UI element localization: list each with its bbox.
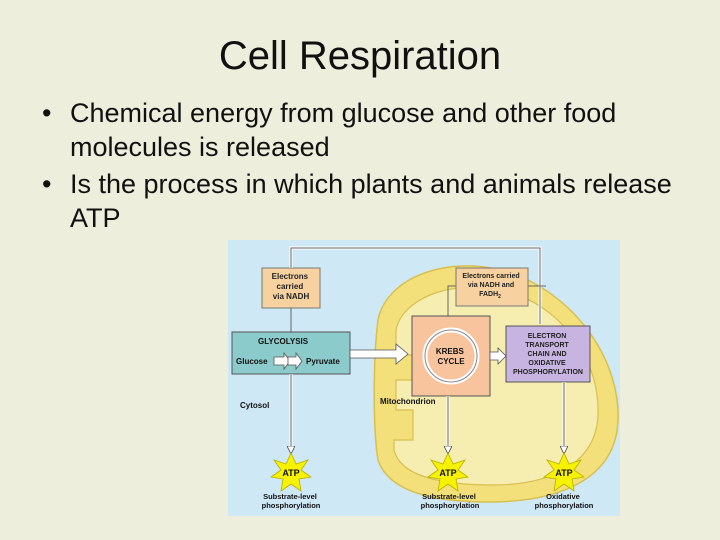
pyruvate-label: Pyruvate (306, 357, 340, 366)
krebs-cycle-label: KREBS CYCLE (436, 347, 466, 366)
pyruvate-to-krebs-arrow (349, 343, 409, 365)
glycolysis-arrow-icon (287, 351, 303, 371)
glucose-label: Glucose (236, 357, 268, 366)
atp-label: ATP (555, 468, 572, 478)
atp-star-icon (426, 452, 470, 492)
glycolysis-title: GLYCOLYSIS (258, 337, 309, 346)
electrons-nadh-label: Electrons carried via NADH (272, 272, 311, 301)
cell-respiration-diagram: Electrons carried via NADH Electrons car… (228, 240, 620, 516)
electron-transport-box (505, 325, 591, 383)
glycolysis-arrow-icon (273, 351, 291, 371)
atp-star-icon (542, 452, 586, 492)
atp-star-icon (269, 452, 313, 492)
slide-title: Cell Respiration (218, 34, 502, 78)
cytosol-label: Cytosol (240, 401, 269, 410)
electron-transport-label: ELECTRON TRANSPORT CHAIN AND OXIDATIVE P… (513, 333, 583, 376)
electrons-nadh-fadh2-box (455, 267, 529, 307)
output-label-substrate-level: Substrate-level phosphorylation (421, 492, 480, 510)
electrons-nadh-fadh2-label: Electrons carried via NADH and FADH2 (462, 273, 521, 300)
output-label-oxidative: Oxidative phosphorylation (535, 492, 594, 510)
krebs-cycle-icon (424, 329, 478, 383)
bullet-list: Chemical energy from glucose and other f… (42, 96, 692, 237)
mitochondrion-label: Mitochondrion (380, 397, 436, 406)
connector-line (447, 285, 456, 316)
atp-label: ATP (439, 468, 456, 478)
glycolysis-box (231, 331, 351, 375)
bullet-item: Chemical energy from glucose and other f… (42, 96, 692, 165)
bullet-item: Is the process in which plants and anima… (42, 167, 692, 236)
atp-label: ATP (282, 468, 299, 478)
output-label-substrate-level: Substrate-level phosphorylation (262, 492, 321, 510)
krebs-to-etc-arrow (489, 347, 507, 365)
